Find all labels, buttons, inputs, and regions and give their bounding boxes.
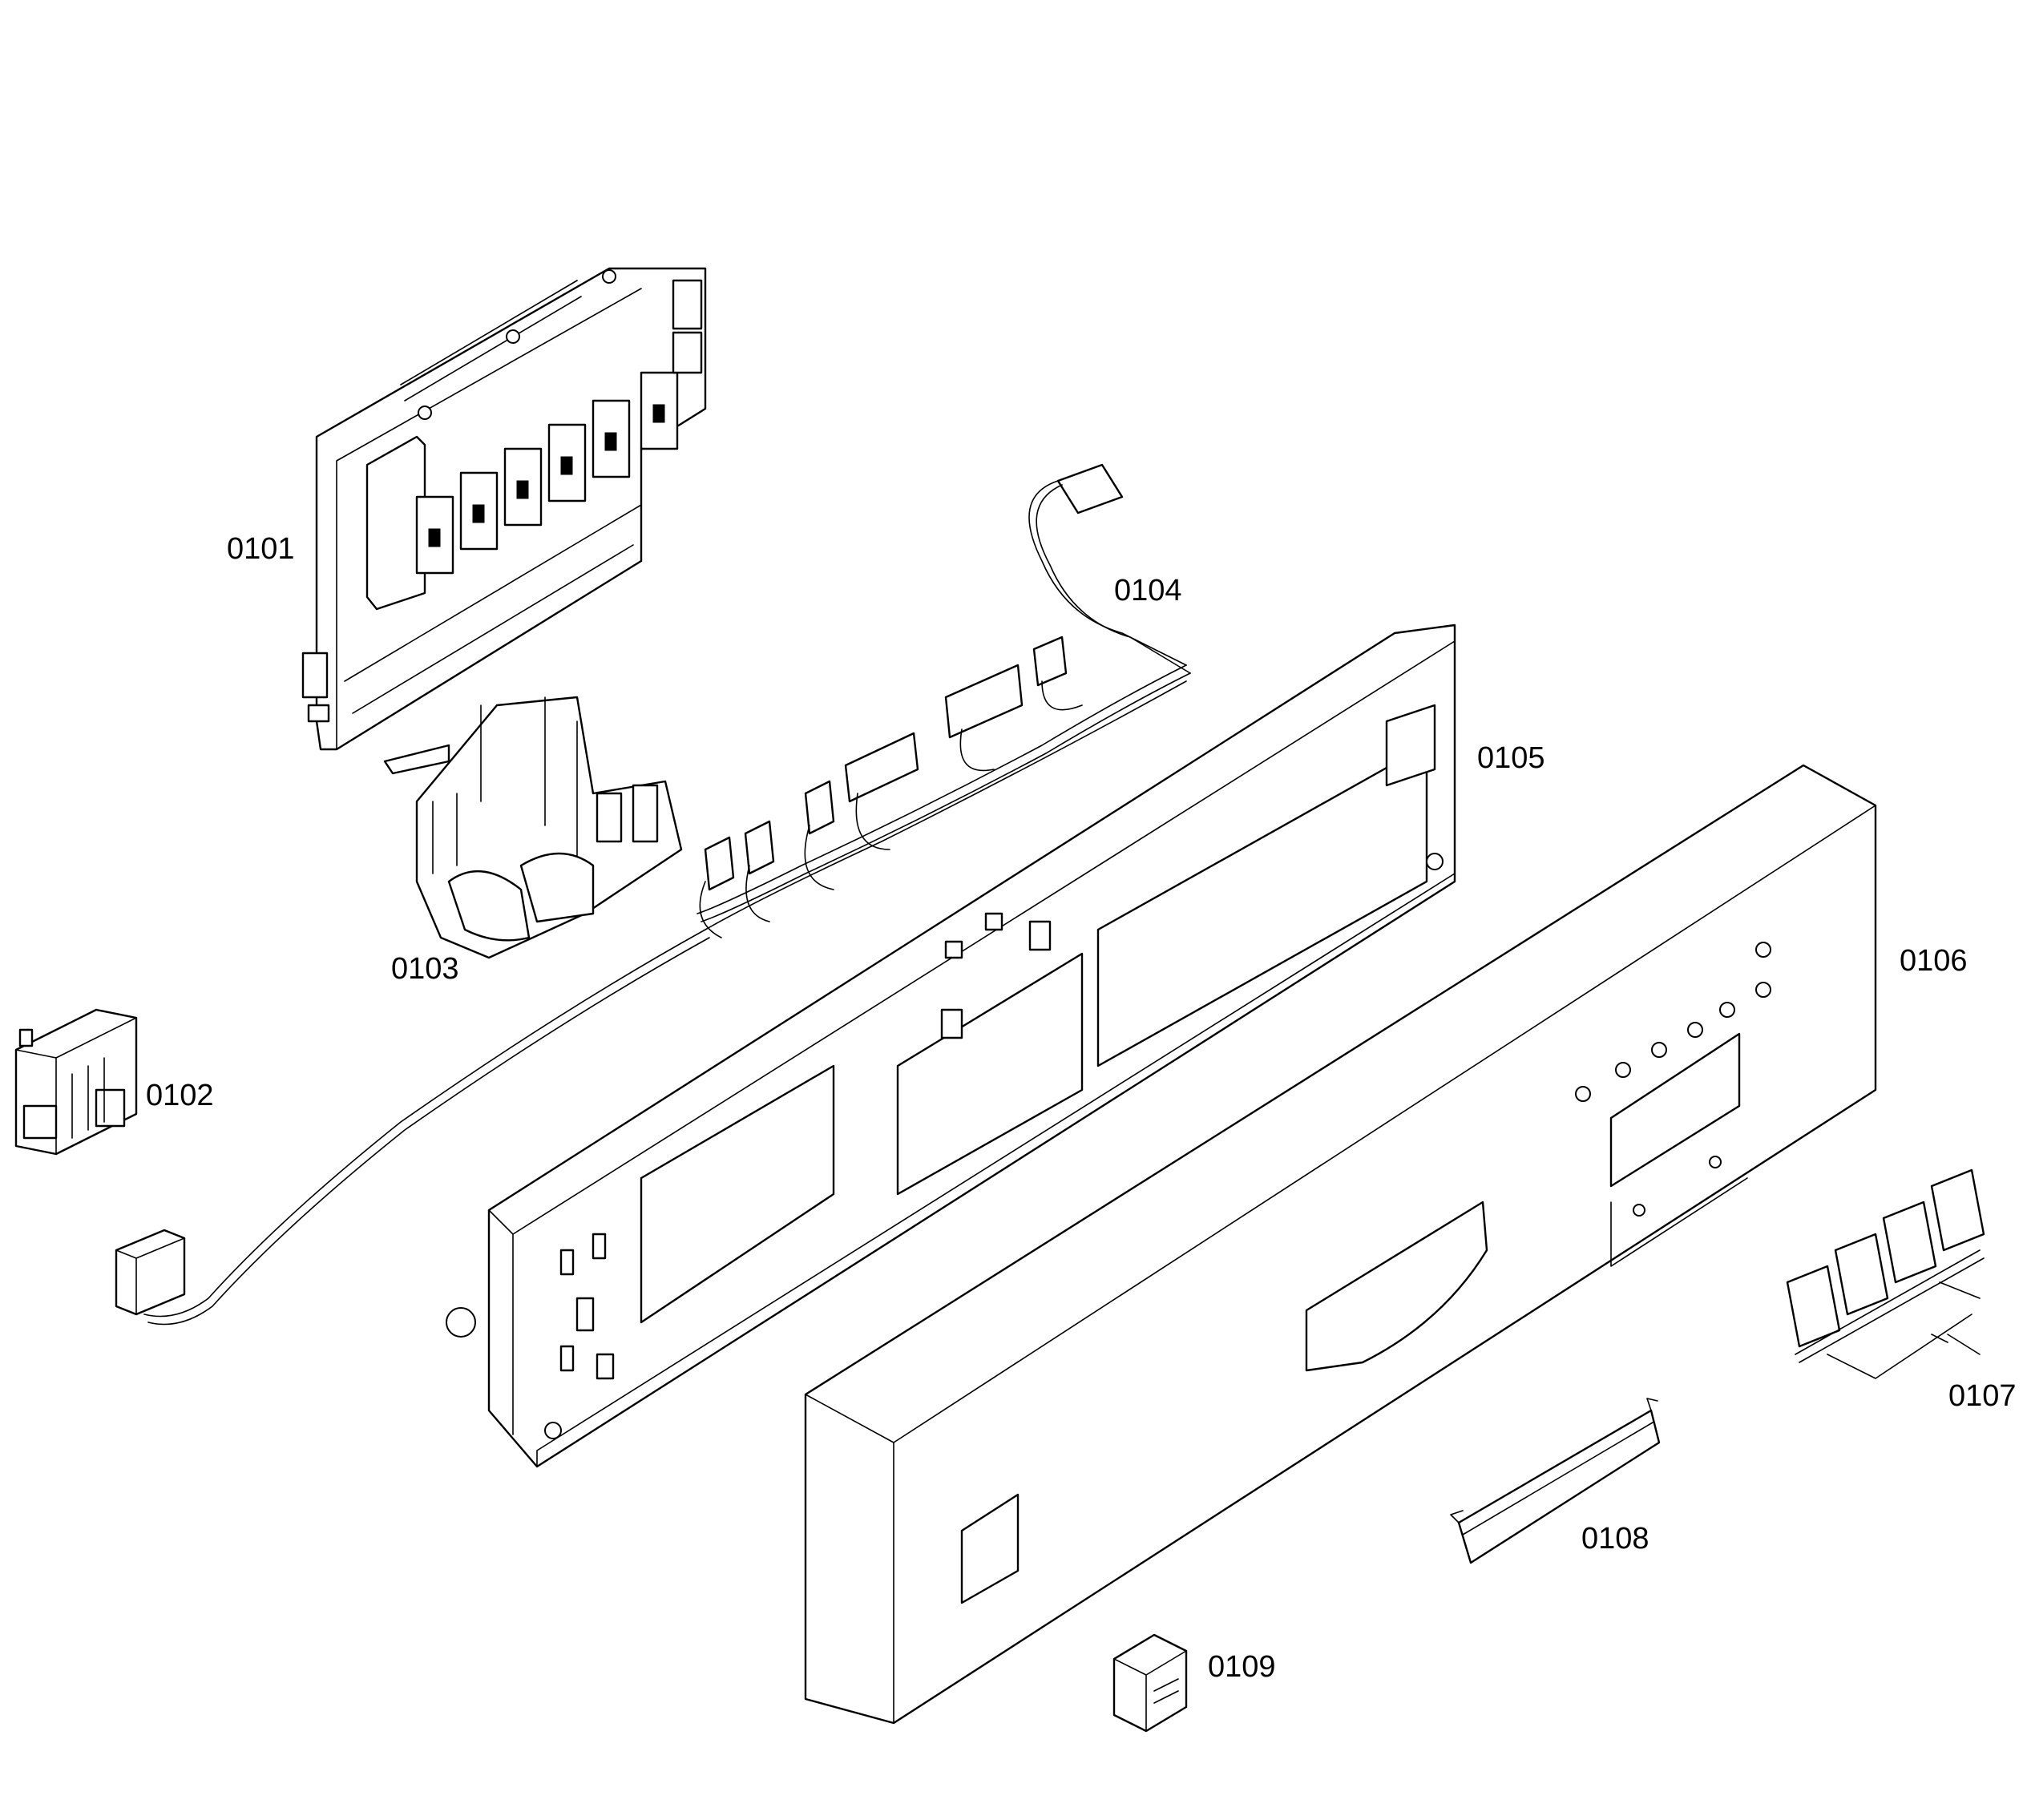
label-0109: 0109 [1208,1650,1276,1684]
label-0102: 0102 [146,1079,214,1112]
leader-lines [1931,1334,1948,1343]
part-0104-wire-harness [115,463,1191,1326]
part-0102-switch [14,1008,138,1156]
part-0107-push-buttons [1786,1168,1985,1379]
part-0106-control-panel-fascia [804,764,1877,1725]
part-0101-electronic-module [301,267,707,751]
label-0105: 0105 [1477,741,1545,775]
part-0105-panel-frame [446,623,1456,1468]
label-0101: 0101 [227,532,295,566]
part-0109-button-cap [1112,1633,1188,1733]
part-0103-door-lock [383,696,683,959]
label-0104: 0104 [1114,574,1182,607]
label-0106: 0106 [1900,944,1968,978]
label-0108: 0108 [1581,1522,1649,1556]
part-0108-handle-insert [1450,1398,1661,1564]
label-0103: 0103 [391,952,459,986]
label-0107: 0107 [1948,1379,2017,1413]
